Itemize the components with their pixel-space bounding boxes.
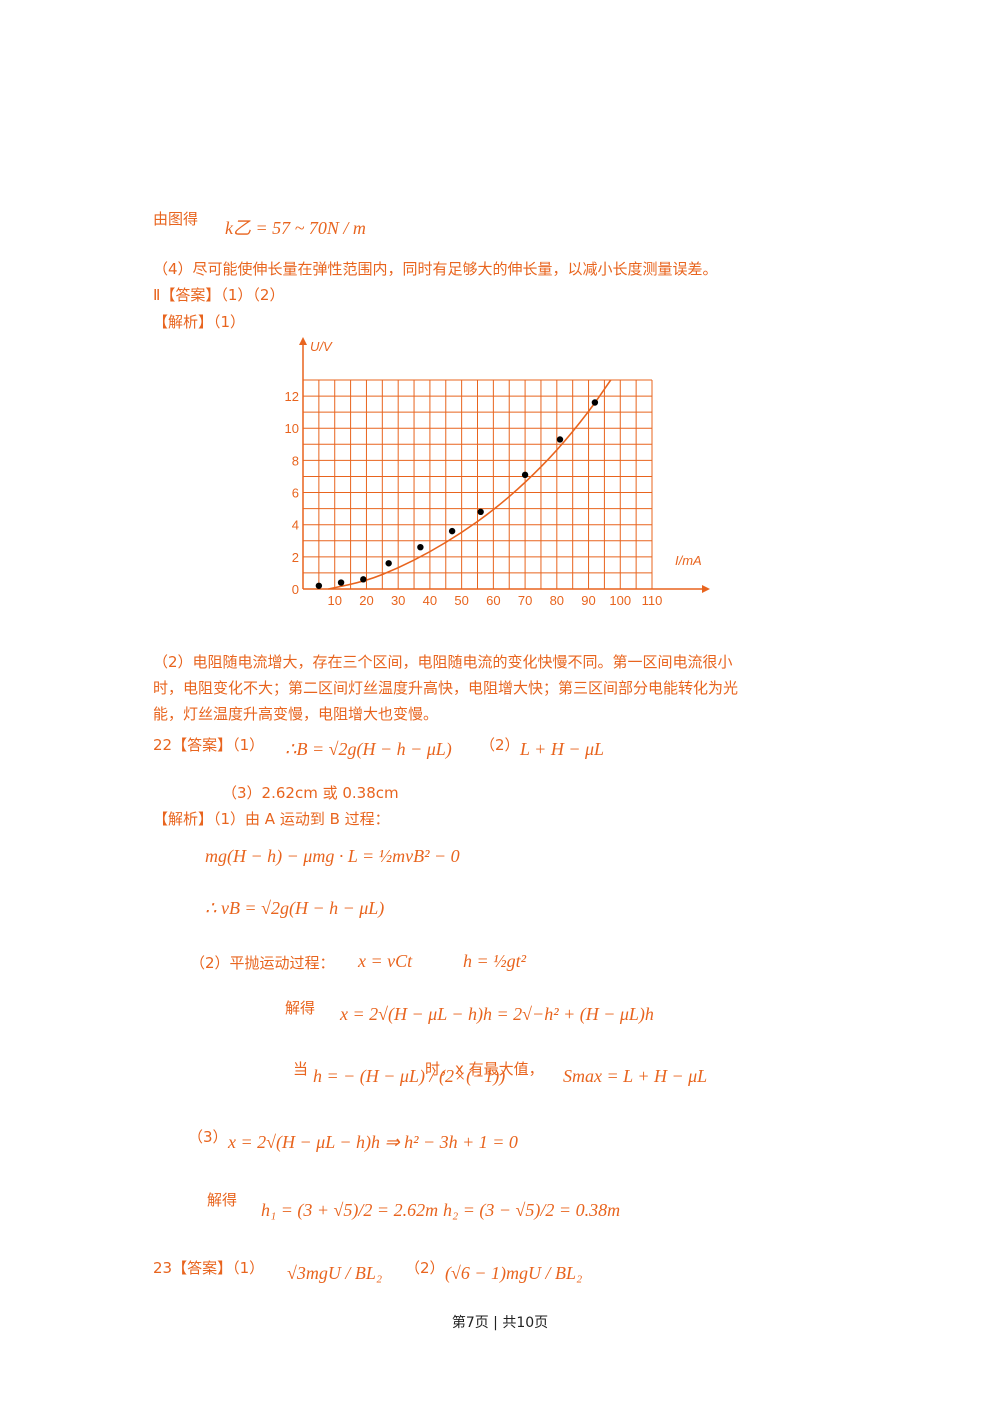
x-tick-label: 110 [642, 593, 663, 608]
q22-eq9: h₁ = (3 + √5)/2 = 2.62m [261, 1200, 439, 1220]
q23-ans2-label: （2） [405, 1259, 445, 1277]
q22-eq5: x = 2√(H − μL − h)h = 2√−h² + (H − μL)h [340, 1004, 654, 1024]
u-i-chart: 10 20 30 40 50 60 70 80 90 100 110 0 2 4 6 8 10 12 U/V I/… [285, 337, 710, 608]
x-tick-label: 90 [581, 593, 595, 608]
data-point [448, 527, 456, 535]
q22-eq7: Smax = L + H − μL [563, 1066, 708, 1086]
y-tick-label: 8 [292, 453, 299, 468]
q22-part2-label: （2）平抛运动过程： [190, 954, 335, 972]
q22-eq3: x = vCt [358, 951, 413, 971]
x-tick-label: 10 [327, 593, 341, 608]
x-tick-label: 70 [518, 593, 532, 608]
analysis-line-2: 时，电阻变化不大；第二区间灯丝温度升高快，电阻增大快；第三区间部分电能转化为光 [153, 679, 739, 697]
q22-when-label: 当 [293, 1060, 309, 1078]
q22-answer-label: 22【答案】（1） [153, 736, 265, 754]
q23-ans1: √3mgU / BL₂ [287, 1263, 383, 1283]
analysis-line-3: 能，灯丝温度升高变慢，电阻增大也变慢。 [153, 705, 439, 723]
q22-eq2: ∴ vB = √2g(H − h − μL) [205, 898, 385, 918]
x-tick-label: 80 [550, 593, 564, 608]
page-footer: 第7页 | 共10页 [451, 1315, 549, 1331]
data-point [337, 579, 345, 586]
x-tick-label: 30 [391, 593, 405, 608]
y-axis-label: U/V [310, 339, 333, 354]
fit-curve [328, 379, 612, 590]
q22-ans2-label: （2） [480, 736, 520, 754]
data-point [360, 576, 367, 583]
q22-eq1: mg(H − h) − μmg · L = ½mvB² − 0 [205, 846, 460, 866]
data-point [591, 399, 599, 406]
y-tick-label: 0 [292, 582, 299, 597]
section-II-analysis: 【解析】（1） [153, 313, 246, 331]
q23-ans2: (√6 − 1)mgU / BL₂ [445, 1263, 583, 1283]
y-tick-label: 2 [292, 550, 299, 565]
q22-ans3: （3）2.62cm 或 0.38cm [222, 784, 399, 802]
y-tick-label: 12 [285, 389, 299, 404]
y-axis-arrow [299, 337, 307, 345]
q22-part3-label: （3） [188, 1128, 228, 1146]
q22-max-text: 时，x 有最大值， [425, 1060, 544, 1078]
x-tick-label: 20 [359, 593, 373, 608]
analysis-line-1: （2）电阻随电流增大，存在三个区间，电阻随电流的变化快慢不同。第一区间电流很小 [153, 653, 733, 671]
q23-answer-label: 23【答案】（1） [153, 1259, 265, 1277]
q22-solve-label-2: 解得 [207, 1191, 238, 1209]
q22-eq4: h = ½gt² [463, 951, 527, 971]
data-point [315, 582, 323, 589]
data-point [385, 560, 392, 567]
data-point [521, 471, 529, 479]
section4-text: （4）尽可能使伸长量在弹性范围内，同时有足够大的伸长量，以减小长度测量误差。 [153, 260, 718, 278]
q22-solve-label: 解得 [285, 999, 316, 1017]
q22-eq6: h = − (H − μL) / (2×(−1)) [313, 1066, 506, 1086]
y-tick-label: 10 [285, 421, 299, 436]
x-axis-arrow [702, 585, 710, 593]
from-graph-label: 由图得 [153, 210, 199, 228]
q22-analysis-label: 【解析】（1）由 A 运动到 B 过程： [153, 810, 390, 828]
x-tick-label: 100 [609, 593, 631, 608]
y-tick-label: 6 [292, 486, 299, 501]
x-tick-label: 50 [454, 593, 468, 608]
y-tick-label: 4 [292, 518, 299, 533]
q22-ans1: ∴B = √2g(H − h − μL) [285, 739, 452, 759]
x-tick-label: 40 [423, 593, 437, 608]
data-point [556, 436, 564, 443]
data-point [477, 508, 484, 516]
section-II-answer: Ⅱ【答案】（1）（2） [153, 286, 285, 304]
x-tick-label: 60 [486, 593, 500, 608]
data-point [417, 544, 424, 551]
x-axis-label: I/mA [675, 553, 702, 568]
q22-eq8: x = 2√(H − μL − h)h ⇒ h² − 3h + 1 = 0 [228, 1132, 518, 1152]
q22-ans2: L + H − μL [520, 739, 605, 759]
q22-eq10: h₂ = (3 − √5)/2 = 0.38m [443, 1200, 621, 1220]
k-formula: k乙 = 57 ~ 70N / m [225, 218, 366, 238]
